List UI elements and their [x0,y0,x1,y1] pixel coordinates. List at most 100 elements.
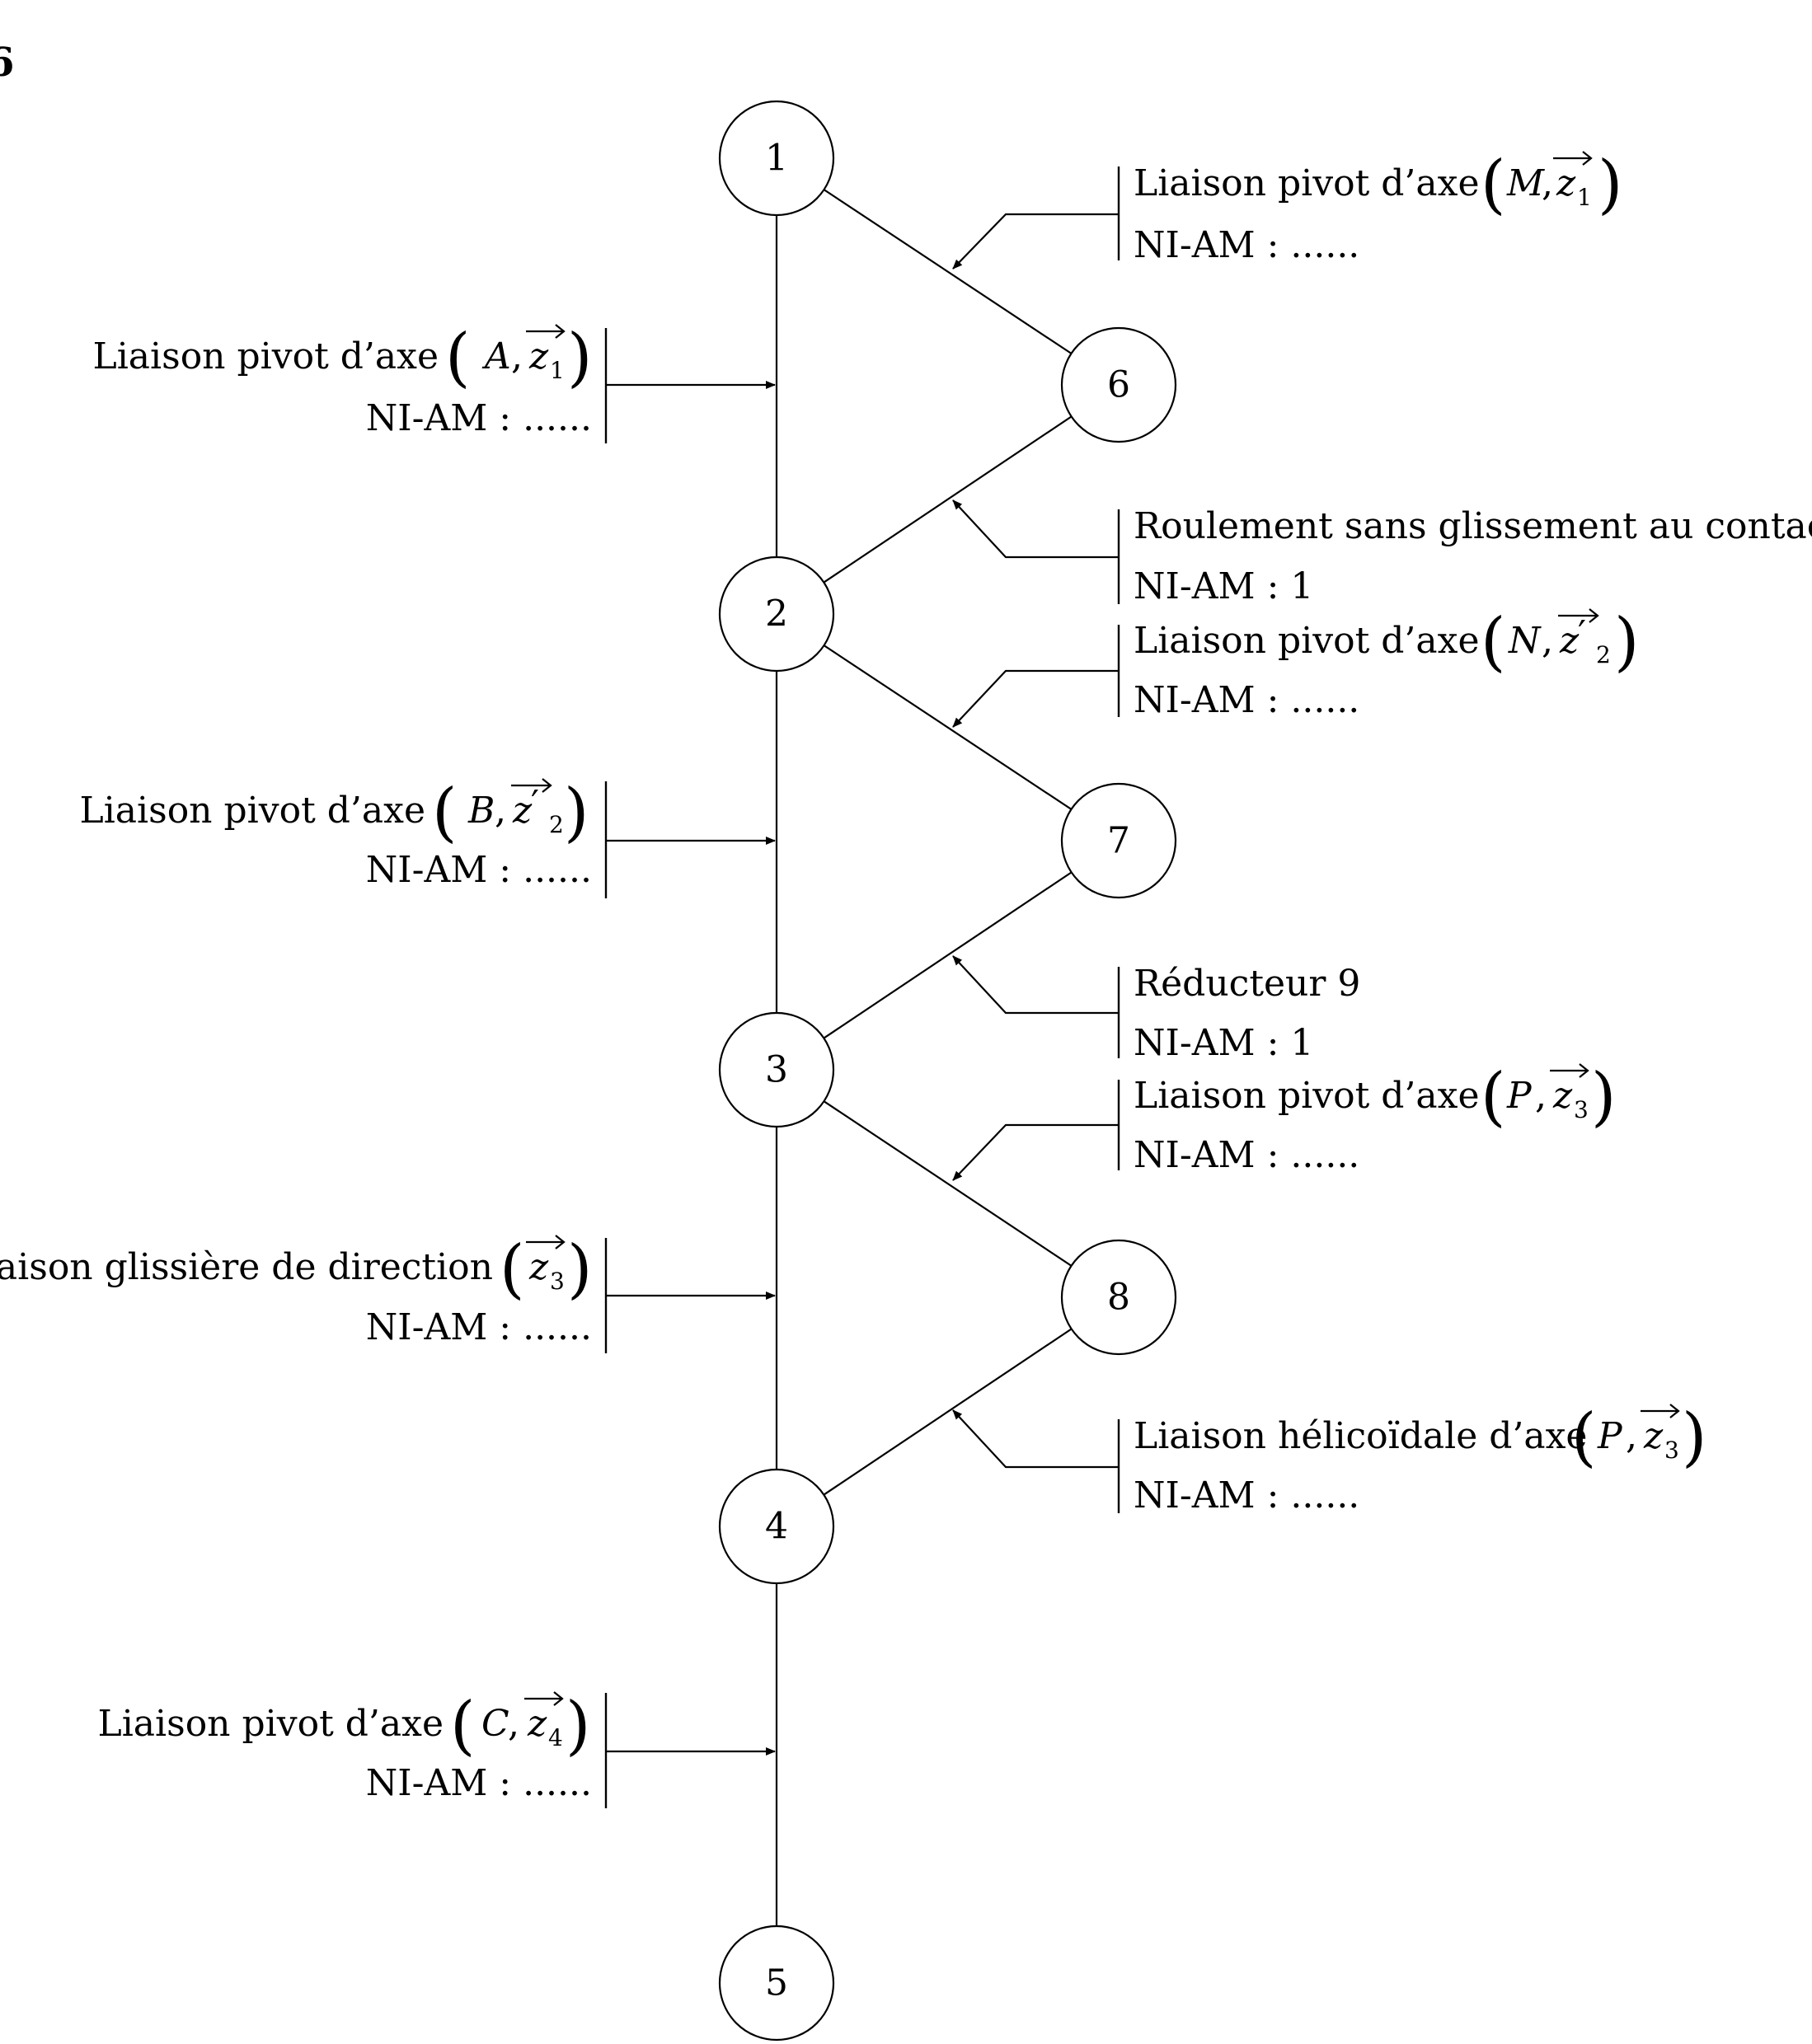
node-8: 8 [1060,1239,1177,1356]
node-label: 7 [1107,820,1130,862]
edge-2-7 [776,613,1120,842]
link-3-8-vector: z [1552,1075,1573,1117]
link-3-4-vector-arrow [526,1235,566,1249]
link-1-6-niam: NI-AM : ...... [1134,224,1359,266]
edge-8-4 [776,1296,1120,1527]
edges-layer [775,157,1120,1983]
link-1-6-sub: 1 [1577,184,1592,211]
link-3-8-leader [952,1123,1119,1181]
link-2-7-sep: , [1542,620,1553,662]
link-2-3-vector-arrow [511,778,552,793]
link-8-4-point: P [1597,1415,1623,1457]
link-2-3-niam: NI-AM : ...... [366,849,592,891]
link-4-5-vector: z [527,1703,547,1745]
node-7: 7 [1060,782,1177,899]
node-4: 4 [718,1468,835,1585]
link-4-5-label: Liaison pivot d’axe [98,1703,444,1745]
link-7-3-niam: NI-AM : 1 [1134,1022,1313,1064]
link-2-3-close-paren: ) [564,776,589,850]
link-2-3-sep: , [495,790,506,832]
node-2: 2 [718,556,835,673]
link-2-7: Liaison pivot d’axe ( N , z ′ 2 ) NI-AM … [952,605,1639,728]
node-circle [718,1468,835,1585]
link-3-8-sub: 3 [1574,1096,1589,1123]
link-8-4-vector: z [1643,1415,1664,1457]
link-3-4-niam: NI-AM : ...... [366,1306,592,1348]
node-label: 1 [765,138,788,180]
node-circle [1060,782,1177,899]
link-1-6-point: M [1506,162,1545,204]
link-1-6-vector: z [1556,162,1576,204]
link-2-7-prime: ′ [1578,613,1586,655]
link-2-7-label: Liaison pivot d’axe [1134,620,1479,662]
node-circle [718,100,835,217]
link-7-3-leader [952,955,1119,1015]
link-1-2-sub: 1 [550,357,565,384]
link-8-4-niam: NI-AM : ...... [1134,1474,1359,1517]
link-8-4-open-paren: ( [1571,1400,1596,1474]
node-label: 2 [765,593,788,635]
link-8-4-close-paren: ) [1682,1400,1706,1474]
link-4-5: Liaison pivot d’axe ( C , z 4 ) NI-AM : … [98,1689,776,1808]
link-3-4: Liaison glissière de direction ( z 3 ) N… [0,1232,776,1353]
link-8-4-vector-arrow [1641,1404,1680,1418]
link-1-6-label: Liaison pivot d’axe [1134,162,1479,204]
link-3-8-point: P [1506,1075,1533,1117]
node-label: 8 [1107,1277,1130,1319]
node-circle [718,1924,835,2042]
link-3-8-open-paren: ( [1481,1060,1505,1134]
link-2-7-point: N [1508,620,1542,662]
link-2-3: Liaison pivot d’axe ( B , z ′ 2 ) NI-AM … [80,776,776,898]
link-3-8-sep: , [1535,1075,1547,1117]
link-4-5-vector-arrow [524,1691,564,1706]
link-1-2-niam: NI-AM : ...... [366,397,592,439]
link-2-7-leader [952,669,1119,728]
link-3-8-niam: NI-AM : ...... [1134,1134,1359,1176]
link-2-3-label: Liaison pivot d’axe [80,790,425,832]
link-2-7-vector-arrow [1558,608,1599,623]
link-3-4-close-paren: ) [567,1232,592,1306]
link-3-4-label: Liaison glissière de direction [0,1246,493,1288]
node-label: 5 [765,1962,788,2004]
node-label: 6 [1107,364,1130,406]
link-3-8: Liaison pivot d’axe ( P , z 3 ) NI-AM : … [952,1060,1616,1181]
link-2-7-vector: z [1559,620,1580,662]
edge-7-3 [776,840,1120,1071]
link-1-2-open-paren: ( [445,321,470,395]
link-8-4-sub: 3 [1664,1437,1679,1464]
link-4-5-close-paren: ) [566,1689,590,1763]
node-circle [718,1011,835,1128]
edge-3-8 [776,1069,1120,1298]
link-2-7-niam: NI-AM : ...... [1134,679,1359,721]
link-3-8-close-paren: ) [1591,1060,1616,1134]
link-1-6-close-paren: ) [1598,148,1622,222]
link-1-6-open-paren: ( [1481,148,1505,222]
edge-1-6 [776,157,1120,386]
edge-6-2 [776,384,1120,615]
link-2-7-open-paren: ( [1481,605,1505,679]
node-circle [1060,326,1177,443]
link-3-4-sub: 3 [550,1268,565,1295]
node-6: 6 [1060,326,1177,443]
node-label: 3 [765,1049,788,1091]
link-1-2-vector: z [528,335,549,377]
link-4-5-sep: , [508,1703,519,1745]
link-3-8-label: Liaison pivot d’axe [1134,1075,1479,1117]
nodes-layer: 1 2 3 4 5 6 7 8 [718,100,1177,2042]
link-1-2: Liaison pivot d’axe ( A , z 1 ) NI-AM : … [93,321,776,443]
link-2-3-vector: z [512,790,533,832]
link-1-6-sep: , [1542,162,1553,204]
link-3-4-open-paren: ( [500,1232,524,1306]
node-label: 4 [765,1506,788,1548]
node-3: 3 [718,1011,835,1128]
link-2-3-point: B [467,790,495,832]
link-4-5-point: C [481,1703,509,1745]
node-1: 1 [718,100,835,217]
link-1-2-sep: , [511,335,523,377]
link-1-2-label: Liaison pivot d’axe [93,335,439,377]
link-1-2-vector-arrow [526,324,566,339]
link-1-2-close-paren: ) [567,321,592,395]
link-8-4-leader [952,1409,1119,1469]
link-1-2-point: A [481,335,511,377]
